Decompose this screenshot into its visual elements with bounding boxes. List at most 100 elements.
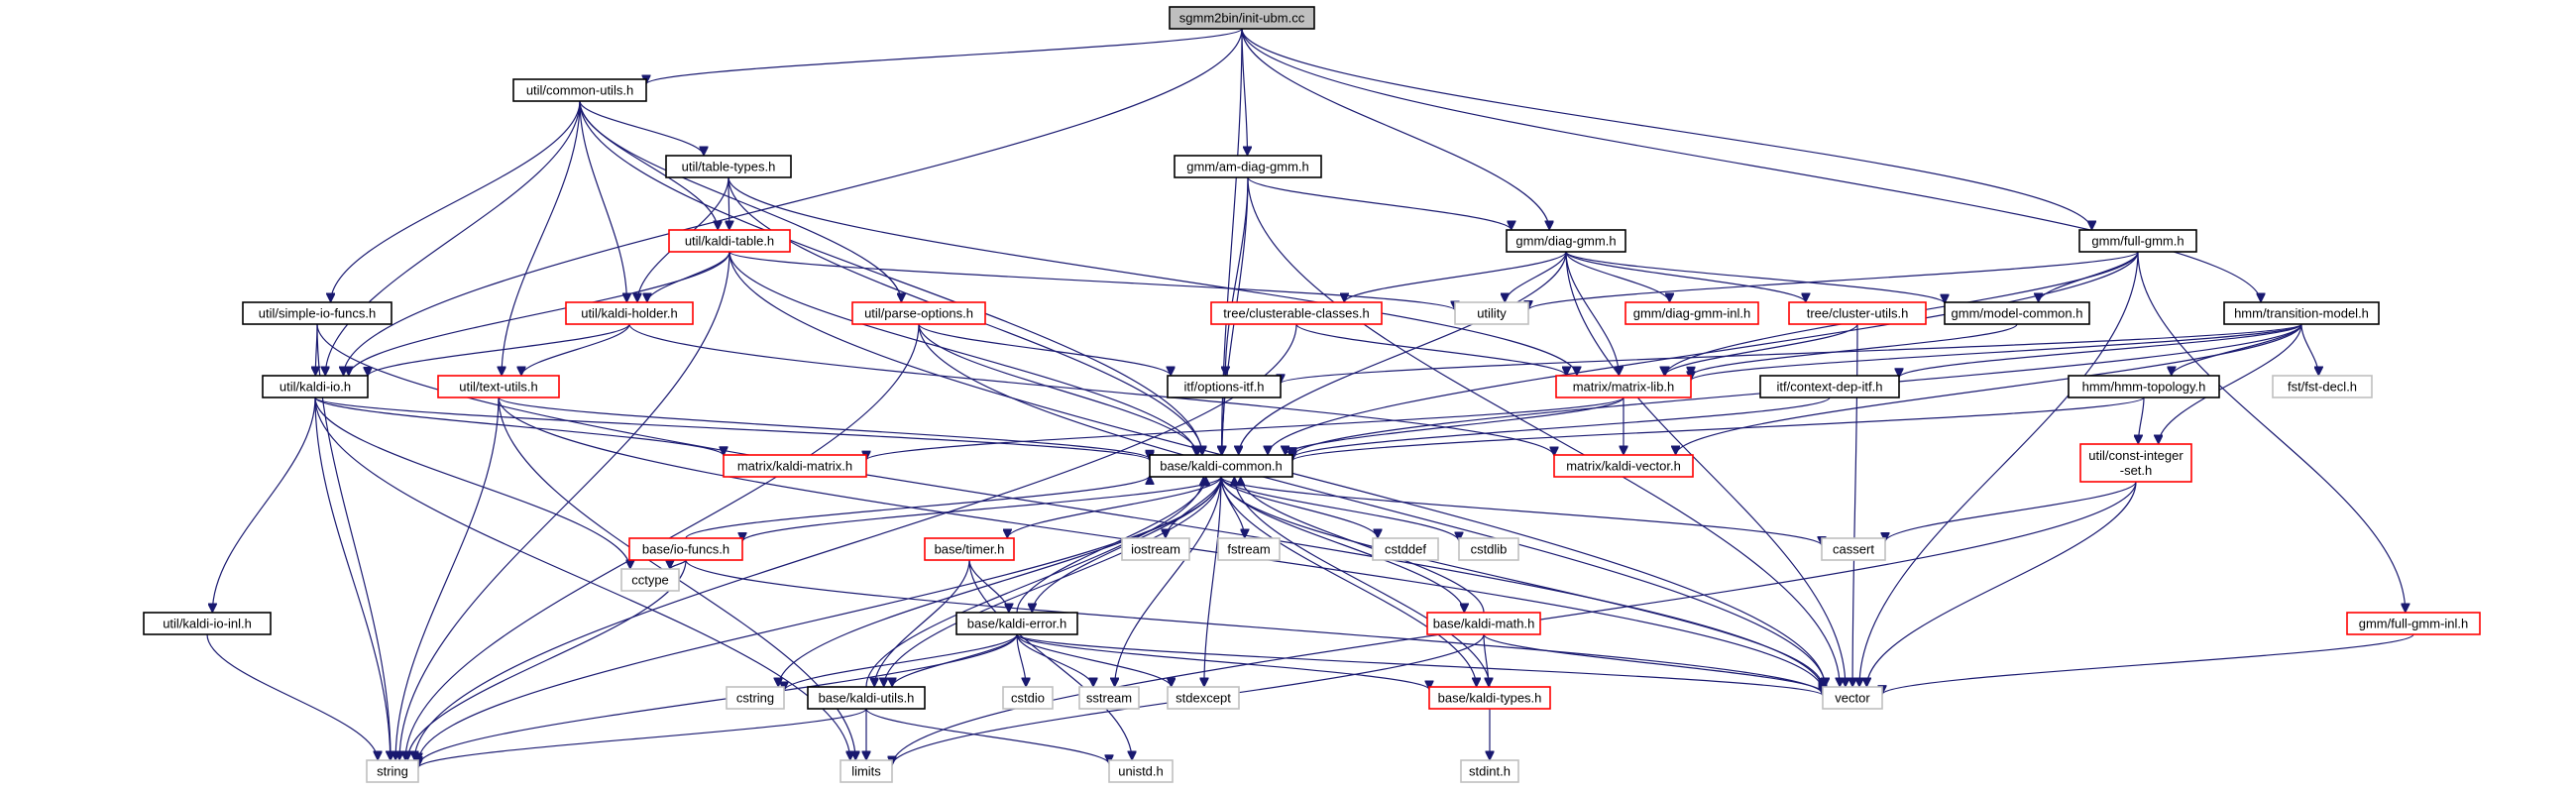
node-label: stdexcept [1176,691,1231,706]
edge-io_funcs-to-vector [685,559,1823,695]
edge-common_utils-to-text_utils [502,100,581,376]
edge-hmm_topology-to-const_integer_set [2138,396,2145,444]
node-box [1555,375,1692,398]
edge-kaldi_common-to-cassert [1220,476,1822,545]
node-box [620,568,680,592]
edge-timer-to-unistd [968,559,1132,760]
node-label: matrix/kaldi-matrix.h [737,459,852,474]
edge-kaldi_common-to-io_funcs [742,476,1222,541]
node-label: base/kaldi-math.h [1433,617,1535,631]
node-kaldi-common[interactable]: base/kaldi-common.h [1149,454,1293,478]
edge-kaldi_error-to-cstdio [1016,633,1026,687]
node-box [1108,759,1174,783]
edge-root-to-full_gmm [1241,28,2092,230]
node-hmm-topology[interactable]: hmm/hmm-topology.h [2068,375,2220,398]
node-am-diag-gmm[interactable]: gmm/am-diag-gmm.h [1174,155,1322,178]
node-stdexcept: stdexcept [1167,686,1240,710]
node-label: tree/clusterable-classes.h [1223,306,1369,321]
node-kaldi-types[interactable]: base/kaldi-types.h [1428,686,1551,710]
node-kaldi-matrix[interactable]: matrix/kaldi-matrix.h [723,454,867,478]
edge-kaldi_math-to-kaldi_types [1483,633,1489,687]
edge-kaldi_error-to-kaldi_types [1016,633,1429,690]
node-kaldi-math[interactable]: base/kaldi-math.h [1426,612,1541,635]
node-parse-options[interactable]: util/parse-options.h [851,301,986,325]
edge-kaldi_utils-to-unistd [865,708,1109,764]
node-label: util/kaldi-holder.h [581,306,678,321]
node-label: matrix/kaldi-vector.h [1566,459,1681,474]
node-context-dep-itf[interactable]: itf/context-dep-itf.h [1759,375,1900,398]
node-gmm-full-inl[interactable]: gmm/full-gmm-inl.h [2346,612,2481,635]
edge-context_dep_itf-to-kaldi_common [1292,396,1831,458]
node-kaldi-utils[interactable]: base/kaldi-utils.h [807,686,926,710]
node-diag-gmm-inl[interactable]: gmm/diag-gmm-inl.h [1624,301,1759,325]
edge-diag_gmm-to-kaldi_common [1239,251,1567,455]
node-label: hmm/transition-model.h [2234,306,2369,321]
node-kaldi-vector[interactable]: matrix/kaldi-vector.h [1553,454,1694,478]
node-label: iostream [1131,542,1180,557]
edge-transition_model-to-options_itf [1281,323,2302,384]
node-box [1458,537,1519,561]
edge-io_funcs-to-kaldi_common [685,476,1150,539]
node-cluster-utils[interactable]: tree/cluster-utils.h [1788,301,1927,325]
node-io-funcs[interactable]: base/io-funcs.h [628,537,743,561]
node-const-integer-set[interactable]: util/const-integer-set.h [2079,443,2192,483]
node-box [1426,612,1541,635]
edge-kaldi_types-to-kaldi_common [1234,477,1491,688]
node-label: util/const-integer [2088,448,2184,463]
node-kaldi-error[interactable]: base/kaldi-error.h [955,612,1078,635]
edge-diag_gmm-to-utility [1505,251,1567,302]
node-matrix-lib[interactable]: matrix/matrix-lib.h [1555,375,1692,398]
edge-transition_model-to-kaldi_vector [1676,323,2302,455]
node-label: cstring [736,691,774,706]
node-options-itf[interactable]: itf/options-itf.h [1167,375,1282,398]
edge-kaldi_utils-to-kaldi_common [865,477,1203,688]
edge-kaldi_table-to-kaldi_holder [647,251,730,302]
node-kaldi-io-inl[interactable]: util/kaldi-io-inl.h [143,612,272,635]
node-box [242,301,392,325]
node-clusterable-classes[interactable]: tree/clusterable-classes.h [1210,301,1383,325]
node-label: limits [851,764,881,779]
node-kaldi-table[interactable]: util/kaldi-table.h [668,229,791,253]
node-box [807,686,926,710]
node-box [1454,301,1529,325]
node-common-utils[interactable]: util/common-utils.h [512,78,647,102]
node-label: cstddef [1385,542,1426,557]
node-label: cctype [631,573,669,588]
edge-common_utils-to-kaldi_io [325,100,581,376]
edge-kaldi_common-to-kaldi_types [1220,476,1477,687]
node-box [1167,375,1282,398]
node-model-common[interactable]: gmm/model-common.h [1944,301,2090,325]
node-box [512,78,647,102]
edge-kaldi_io-to-kaldi_matrix [314,396,724,456]
edge-cluster_utils-to-matrix_lib [1664,323,1858,376]
node-timer[interactable]: base/timer.h [924,537,1015,561]
node-simple-io-funcs[interactable]: util/simple-io-funcs.h [242,301,392,325]
edge-kaldi_io_inl-to-string [206,633,378,760]
node-kaldi-holder[interactable]: util/kaldi-holder.h [565,301,694,325]
edge-common_utils-to-simple_io_funcs [331,100,581,302]
node-full-gmm[interactable]: gmm/full-gmm.h [2078,229,2197,253]
node-label: base/kaldi-error.h [967,617,1066,631]
node-label: sstream [1086,691,1132,706]
node-stdint: stdint.h [1460,759,1519,783]
node-root[interactable]: sgmm2bin/init-ubm.cc [1169,6,1315,30]
node-kaldi-io[interactable]: util/kaldi-io.h [262,375,369,398]
node-box [1078,686,1140,710]
node-cstdlib: cstdlib [1458,537,1519,561]
node-text-utils[interactable]: util/text-utils.h [437,375,560,398]
edge-kaldi_io-to-string [314,396,391,760]
edge-hmm_topology-to-kaldi_common [1292,396,2145,461]
node-table-types[interactable]: util/table-types.h [665,155,792,178]
node-diag-gmm[interactable]: gmm/diag-gmm.h [1506,229,1626,253]
edge-timer-to-kaldi_utils [874,559,970,687]
edge-kaldi_holder-to-kaldi_io [368,323,630,377]
node-label: gmm/model-common.h [1952,306,2083,321]
node-box [1759,375,1900,398]
node-transition-model[interactable]: hmm/transition-model.h [2223,301,2380,325]
edge-kaldi_holder-to-kaldi_vector [628,323,1554,456]
node-box [1149,454,1293,478]
node-vector: vector [1822,686,1883,710]
edge-transition_model-to-fst_decl [2300,323,2318,376]
node-cassert: cassert [1821,537,1886,561]
node-box [2223,301,2380,325]
